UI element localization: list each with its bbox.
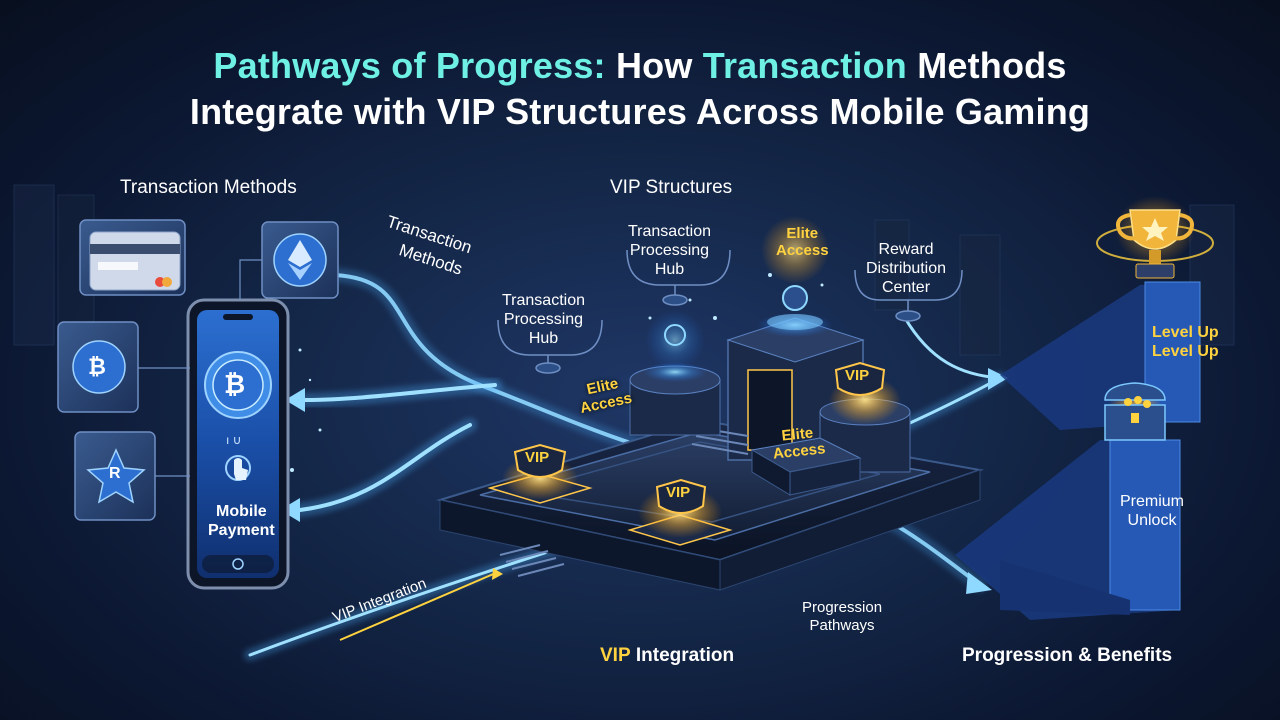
title-part-3: Transaction — [702, 45, 907, 86]
level-up-line-1: Level Up — [1152, 324, 1219, 341]
progression-pathways-line-1: Progression — [802, 599, 883, 616]
card-connector-lines — [138, 259, 262, 477]
progression-pathways-label: Progression Pathways — [802, 599, 882, 635]
vip-integration-arrow-line — [339, 571, 499, 641]
section-vip-integration: VIP Integration — [600, 645, 734, 667]
page-title: Pathways of Progress: How Transaction Me… — [0, 44, 1280, 88]
section-transaction-methods: Transaction Methods — [120, 177, 297, 198]
section-vip-integration-text: Integration — [635, 645, 735, 666]
sparkles — [290, 273, 824, 472]
premium-unlock-line-1: Premium — [1120, 493, 1185, 510]
elite-access-box-right — [750, 437, 862, 496]
card-bitcoin-symbol: ₿ — [88, 354, 106, 379]
vip-shield-center — [655, 478, 707, 514]
page-title-line-2: Integrate with VIP Structures Across Mob… — [189, 91, 1091, 132]
background-server-racks — [13, 184, 1235, 356]
progression-pathways-line-2: Pathways — [809, 617, 875, 634]
flow-arrowheads — [280, 368, 1008, 594]
elite-access-top-line-1: Elite — [786, 225, 819, 242]
vip-shield-right — [834, 361, 886, 396]
vip-badge-center: VIP — [666, 484, 691, 501]
phone-bitcoin-symbol: ₿ — [224, 369, 246, 399]
trophy-icon — [1096, 196, 1214, 279]
credit-card-icon — [79, 219, 186, 296]
level-up-label: Level Up Level Up — [1152, 323, 1219, 361]
phone-marks: ı ∪ — [226, 433, 242, 447]
hub-label-top: Transaction Processing Hub — [628, 223, 711, 278]
reward-distribution-label: Reward Distribution Center — [866, 241, 947, 296]
treasure-chest-icon — [1104, 382, 1166, 441]
title-part-4: Methods — [917, 45, 1067, 86]
premium-unlock-label: Premium Unlock — [1120, 492, 1184, 530]
left-pedestal — [629, 310, 721, 436]
mobile-phone — [186, 298, 290, 590]
staircase-premium — [955, 439, 1181, 620]
section-progression-benefits: Progression & Benefits — [962, 645, 1173, 666]
hub-callout-top — [626, 249, 731, 306]
vip-shield-left — [513, 443, 567, 478]
mobile-payment-line-2: Payment — [208, 522, 275, 539]
card-r-symbol: R — [109, 465, 121, 482]
reward-callout — [854, 269, 963, 322]
elite-access-right-label: Elite Access — [770, 423, 826, 462]
premium-unlock-line-2: Unlock — [1127, 512, 1177, 529]
bitcoin-card-icon — [57, 321, 139, 413]
elite-access-top-label: Elite Access — [776, 225, 829, 259]
vip-badge-left: VIP — [525, 449, 550, 466]
central-building — [691, 216, 865, 461]
mobile-payment-label: Mobile Payment — [208, 502, 275, 540]
hub-label-left: Transaction Processing Hub — [502, 292, 585, 347]
section-vip-structures: VIP Structures — [610, 177, 733, 198]
ethereum-card-icon — [261, 221, 339, 299]
title-part-2: How — [615, 45, 693, 86]
section-vip-integration-vip: VIP — [600, 645, 631, 666]
vip-badge-right: VIP — [845, 367, 870, 384]
r-token-card-icon — [74, 431, 156, 521]
mobile-payment-line-1: Mobile — [216, 503, 267, 520]
title-part-1: Pathways of Progress: — [213, 45, 606, 86]
elite-access-top-line-2: Access — [776, 242, 829, 259]
level-up-line-2: Level Up — [1152, 343, 1219, 360]
hub-callout-left — [497, 319, 603, 374]
